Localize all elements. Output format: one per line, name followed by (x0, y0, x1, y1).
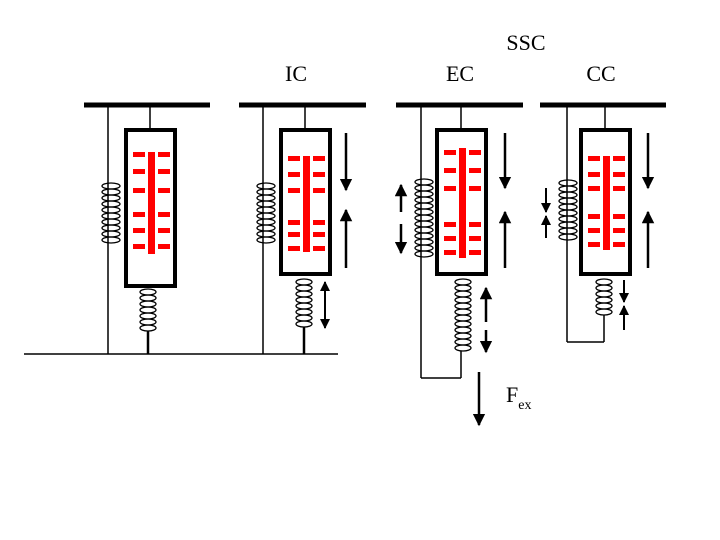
model-ssc: Fex (394, 102, 531, 427)
parallel-spring (101, 182, 121, 244)
sarcomere (288, 156, 325, 252)
ec-label: EC (446, 61, 474, 86)
parallel-spring (558, 179, 578, 241)
sarcomere (133, 152, 170, 254)
external-force-label: Fex (506, 382, 531, 413)
model-cc (540, 102, 666, 343)
parallel-spring (256, 182, 276, 244)
parallel-spring (414, 178, 434, 258)
ic-label: IC (285, 61, 307, 86)
cc-label: CC (586, 61, 615, 86)
ssc-label: SSC (506, 30, 545, 55)
sarcomere (588, 156, 625, 250)
series-spring (295, 278, 313, 328)
series-spring (595, 278, 613, 316)
model-ec (239, 102, 366, 354)
series-spring (139, 288, 157, 332)
series-spring (454, 278, 472, 352)
model-ic (84, 102, 210, 354)
sarcomere (444, 148, 481, 258)
